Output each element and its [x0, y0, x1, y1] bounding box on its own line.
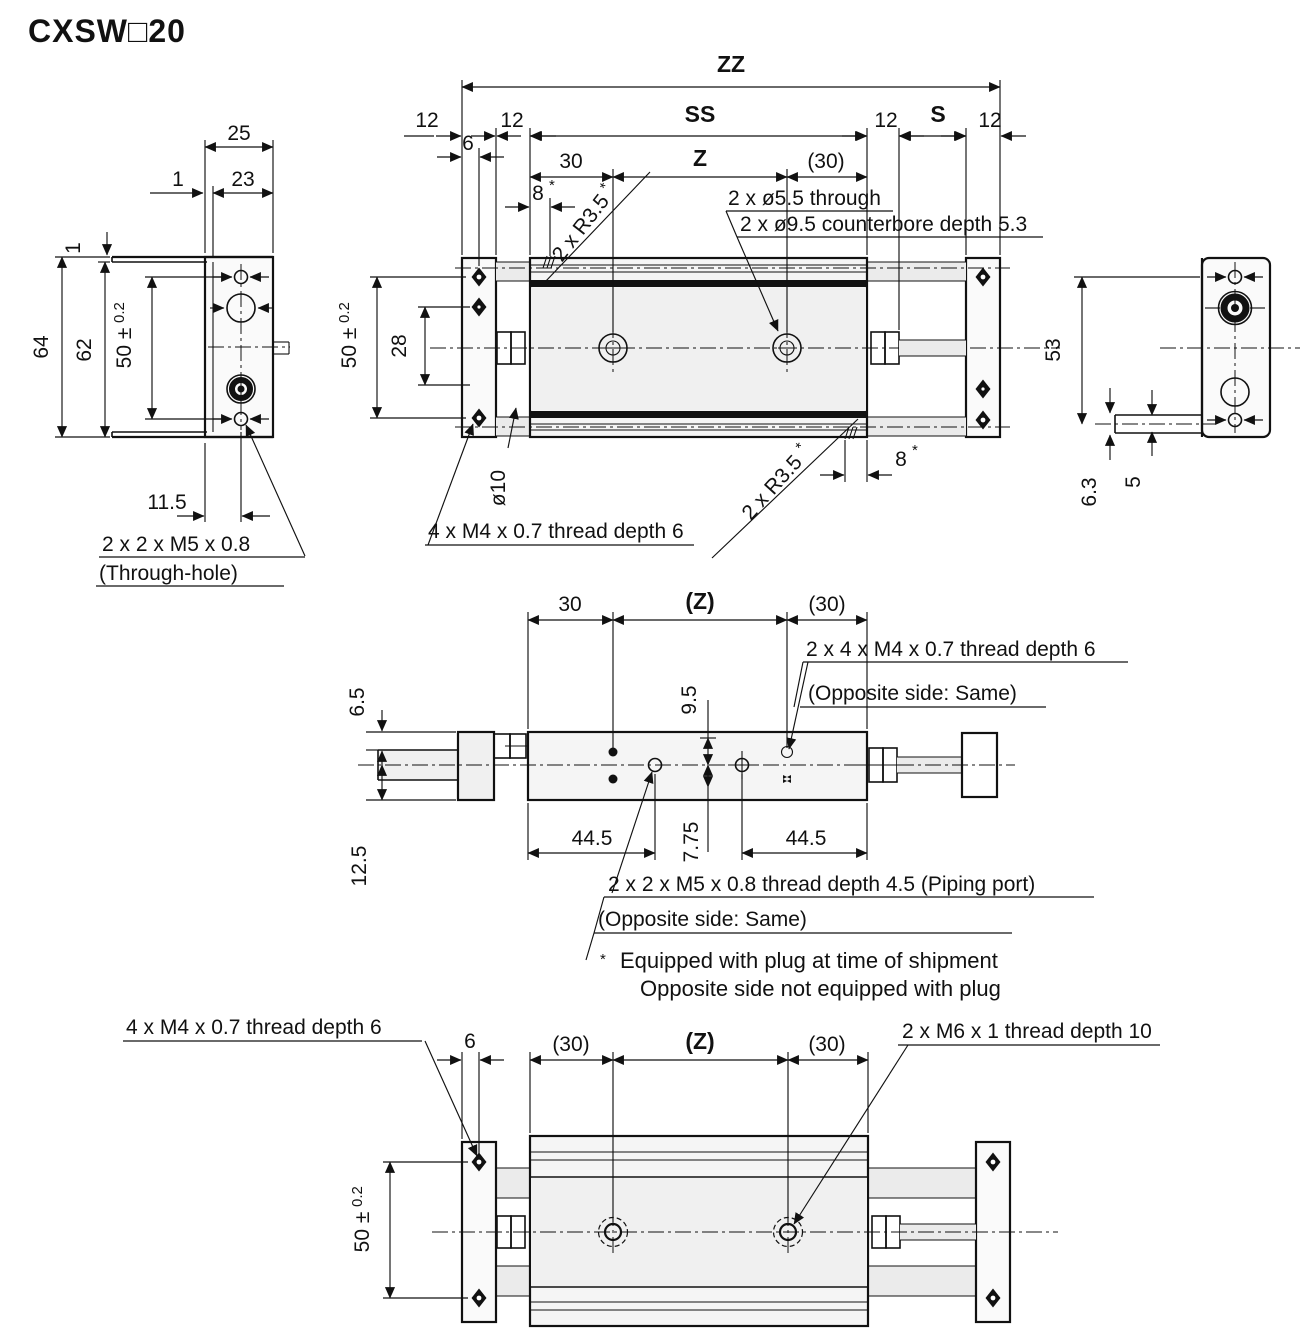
dim-44-5: 44.5	[786, 827, 827, 850]
dim-50-plan: 50 ± 0.2	[336, 302, 361, 368]
label-front-through: (Through-hole)	[99, 562, 238, 585]
label-plan-m4: 4 x M4 x 0.7 thread depth 6	[428, 520, 684, 543]
through-hole-top	[233, 269, 249, 285]
dim-12: 12	[500, 109, 523, 132]
label-bottom-m4: 4 x M4 x 0.7 thread depth 6	[126, 1016, 382, 1039]
dim-12: 12	[415, 109, 438, 132]
svg-text:2 x R3.5: 2 x R3.5	[548, 190, 614, 266]
svg-text:50 ±: 50 ±	[113, 328, 136, 369]
dim-28: 28	[388, 334, 411, 357]
label-mid-m4-opp: (Opposite side: Same)	[808, 682, 1017, 705]
note-plug-2: Opposite side not equipped with plug	[640, 976, 1001, 1001]
asterisk-mark: *	[600, 951, 606, 968]
note-plug-1: Equipped with plug at time of shipment	[620, 948, 998, 973]
dim-7-75: 7.75	[680, 822, 703, 863]
dim-30: 30	[559, 150, 582, 173]
label-mid-m4: 2 x 4 x M4 x 0.7 thread depth 6	[806, 638, 1096, 661]
svg-text:0.2: 0.2	[336, 302, 353, 323]
dim-ZZ: ZZ	[717, 51, 745, 77]
svg-text:50 ±: 50 ±	[351, 1212, 374, 1253]
dim-6: 6	[462, 132, 474, 155]
through-hole-bottom	[233, 411, 249, 427]
plan-view: ZZ 12 12 SS 12 S 12 6 30 Z (30) 8 * 2 x …	[336, 51, 1060, 559]
svg-text:2 x R3.5: 2 x R3.5	[737, 451, 806, 525]
label-bottom-m6: 2 x M6 x 1 thread depth 10	[902, 1020, 1152, 1043]
dim-SS: SS	[685, 101, 716, 127]
dim-5: 5	[1122, 476, 1145, 488]
dim-dia10: ø10	[487, 470, 510, 506]
dim-64: 64	[30, 335, 53, 359]
dim-50-front: 50 ± 0.2	[111, 302, 136, 368]
label-front-thread: 2 x 2 x M5 x 0.8	[102, 533, 250, 556]
label-drill: 2 x ø5.5 through	[728, 187, 881, 210]
mid-view: 30 (Z) (30) 6.5 12.5 9.5 7.75 44.5 44.5 …	[346, 588, 1128, 1001]
bottom-view: 6 (30) (Z) (30) 4 x M4 x 0.7 thread dept…	[123, 1016, 1160, 1328]
label-cbore: 2 x ø9.5 counterbore depth 5.3	[740, 213, 1027, 236]
dim-Z: (Z)	[685, 1028, 714, 1054]
dim-30: 30	[558, 593, 581, 616]
asterisk-mark: *	[549, 177, 555, 194]
dim-Z: Z	[693, 145, 707, 171]
svg-text:*: *	[597, 180, 614, 195]
dim-Z: (Z)	[685, 588, 714, 614]
dim-62: 62	[73, 338, 96, 361]
svg-text:*: *	[792, 439, 809, 455]
piping-port	[647, 757, 663, 773]
dim-6-3: 6.3	[1078, 477, 1101, 506]
dim-1h: 1	[172, 168, 184, 191]
dim-6: 6	[464, 1030, 476, 1053]
asterisk-mark: *	[912, 442, 918, 459]
svg-text:0.2: 0.2	[349, 1186, 366, 1207]
label-r35-bottom: 2 x R3.5 *	[737, 439, 809, 525]
dim-53: 53	[1042, 338, 1065, 361]
dim-44-5: 44.5	[572, 827, 613, 850]
dim-30p: (30)	[552, 1033, 589, 1056]
end-view: 53 6.3 5	[1042, 256, 1300, 507]
dim-25: 25	[227, 122, 250, 145]
front-view: 25 23 1 64 62 1 50 ± 0.2 11.5 2 x 2 x M5…	[30, 122, 306, 587]
dim-50-bottom: 50 ± 0.2	[349, 1186, 374, 1252]
svg-text:0.2: 0.2	[111, 302, 128, 323]
rod-hole	[226, 293, 256, 323]
dim-11-5: 11.5	[147, 491, 186, 514]
dim-12: 12	[874, 109, 897, 132]
counterbore-hole	[226, 374, 256, 404]
drawing-title: CXSW□20	[28, 13, 186, 49]
dim-30p: (30)	[807, 150, 844, 173]
dim-8: 8	[532, 182, 544, 205]
label-mid-m5: 2 x 2 x M5 x 0.8 thread depth 4.5 (Pipin…	[608, 873, 1035, 896]
label-mid-m5-opp: (Opposite side: Same)	[598, 908, 807, 931]
label-r35-top: 2 x R3.5 *	[548, 180, 614, 266]
svg-text:50 ±: 50 ±	[338, 328, 361, 369]
dim-30p: (30)	[808, 593, 845, 616]
dim-6-5: 6.5	[346, 687, 369, 716]
dim-9-5: 9.5	[678, 685, 701, 714]
dim-12: 12	[978, 109, 1001, 132]
dim-30p: (30)	[808, 1033, 845, 1056]
dim-12-5: 12.5	[348, 846, 371, 887]
dim-1v: 1	[62, 242, 85, 254]
dim-8: 8	[895, 448, 907, 471]
dim-23: 23	[231, 168, 254, 191]
dim-S: S	[930, 101, 945, 127]
